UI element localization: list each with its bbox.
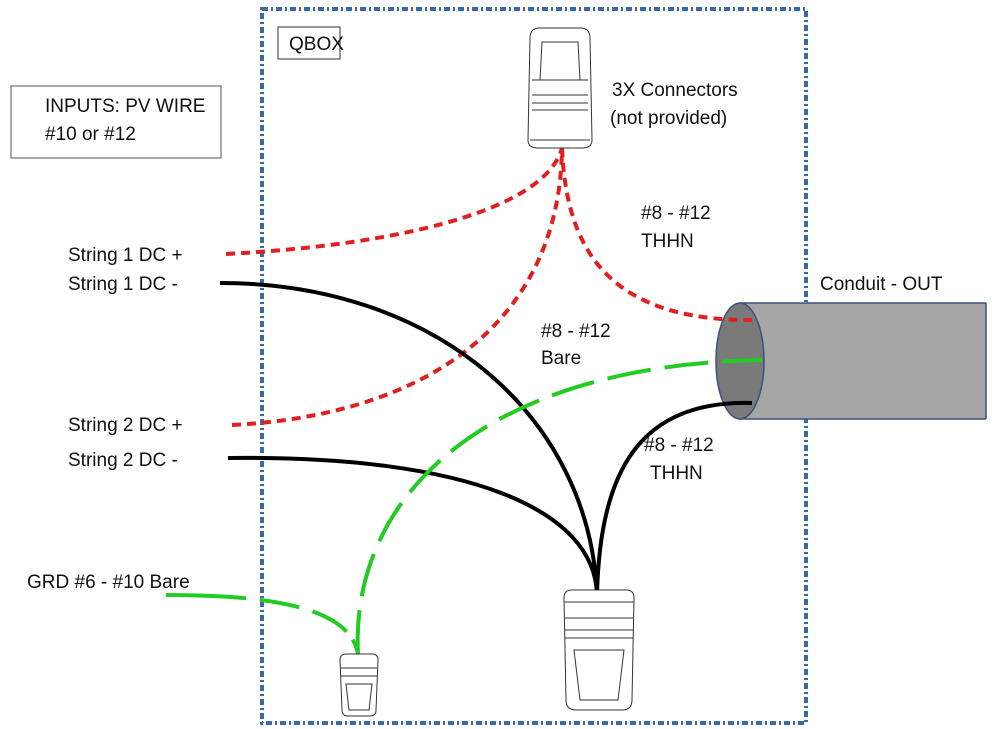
conduit-label: Conduit - OUT [820,274,943,295]
inputs-note-line2: #10 or #12 [45,124,136,145]
thhn-bottom-line2: THHN [650,463,703,484]
bare-line1: #8 - #12 [541,321,611,342]
connectors-note-line2: (not provided) [610,108,727,129]
qbox-label-box [277,26,341,60]
conduit-body [740,303,986,419]
string2-positive-wire [231,147,564,427]
thhn-bottom-line1: #8 - #12 [644,435,714,456]
inputs-note-line1: INPUTS: PV WIRE [45,96,205,117]
inputs-note-box [10,85,222,159]
string2-negative-label: String 2 DC - [68,450,178,471]
string1-negative-label: String 1 DC - [68,274,178,295]
positive-output-wire [560,147,756,323]
qbox-label: QBOX [289,34,344,55]
connectors-note-line1: 3X Connectors [612,80,738,101]
ground-output-wire [355,358,763,655]
bare-line2: Bare [541,348,581,369]
string1-positive-wire [225,147,564,256]
thhn-top-line2: THHN [641,231,694,252]
string1-negative-wire [219,281,599,596]
negative-output-wire [595,400,753,596]
string2-negative-wire [227,455,599,596]
connector-top [527,27,593,149]
positive-wires [225,147,756,427]
thhn-top-line1: #8 - #12 [641,203,711,224]
connector-bottom-left [339,653,379,717]
negative-wires [219,281,753,596]
string2-positive-label: String 2 DC + [68,415,183,436]
ground-wires [165,358,763,655]
ground-input-wire [165,593,360,655]
string1-positive-label: String 1 DC + [68,245,183,266]
connector-bottom-right [563,589,635,711]
conduit [715,302,987,420]
ground-input-label: GRD #6 - #10 Bare [27,572,190,593]
